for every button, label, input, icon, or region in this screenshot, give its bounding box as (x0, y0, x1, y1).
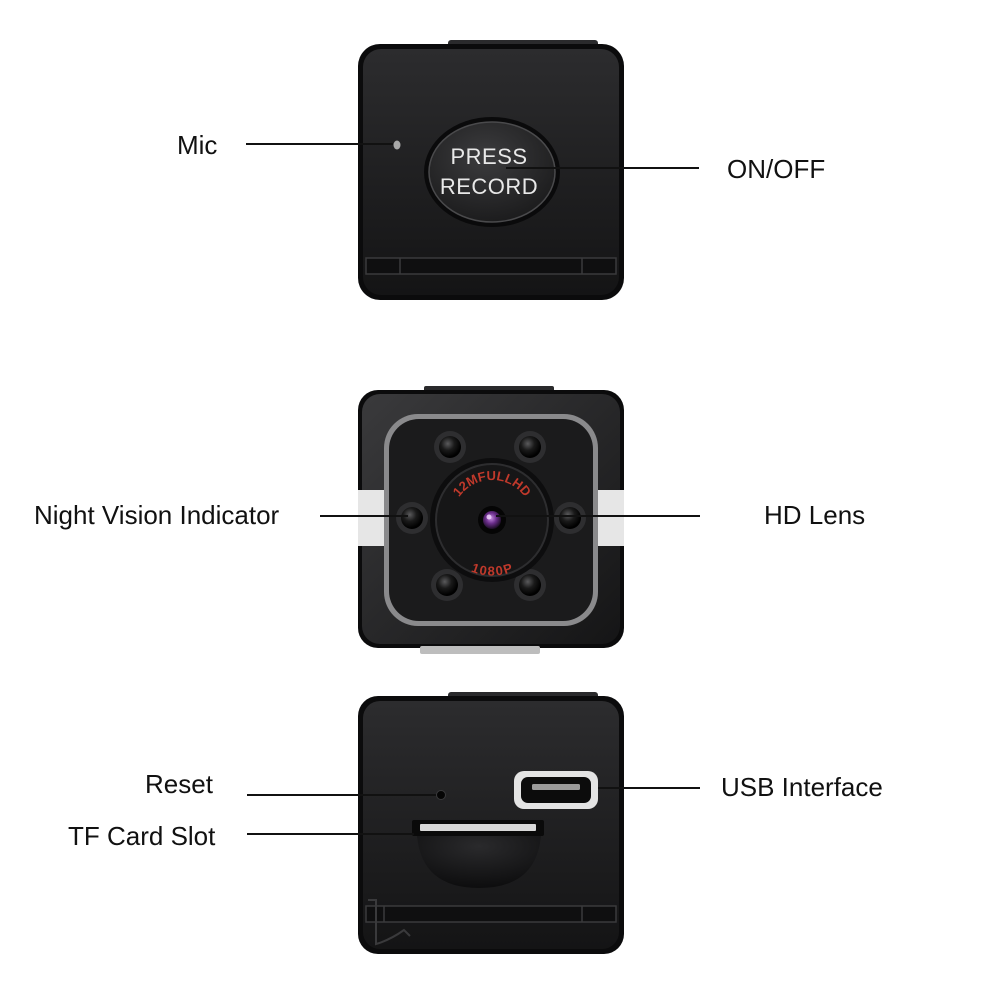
hd-lens: 12MFULLHD 1080P (430, 458, 554, 582)
svg-text:1080P: 1080P (470, 560, 515, 579)
callout-reset: Reset (145, 769, 436, 799)
ir-led-right (554, 502, 586, 534)
ir-led-top-right (514, 431, 546, 463)
callout-hd-lens: HD Lens (496, 500, 865, 530)
record-button[interactable]: PRESS RECORD (424, 117, 560, 227)
callout-mic: Mic (177, 130, 393, 160)
label-hd-lens: HD Lens (764, 500, 865, 530)
mic-hole (393, 140, 401, 150)
lens-ring-text-bottom: 1080P (470, 560, 515, 579)
reset-hole (436, 790, 446, 800)
callout-on-off: ON/OFF (506, 154, 825, 184)
silver-band-right (598, 490, 624, 546)
camera-top-view: PRESS RECORD (358, 40, 624, 300)
label-on-off: ON/OFF (727, 154, 825, 184)
camera-side-view (358, 692, 624, 954)
callout-usb: USB Interface (598, 772, 883, 802)
ir-led-bottom-right (514, 569, 546, 601)
record-button-line2: RECORD (440, 174, 538, 199)
callout-tf-card: TF Card Slot (68, 821, 414, 851)
camera-front-view: 12MFULLHD 1080P (358, 386, 624, 654)
callout-night-vision: Night Vision Indicator (34, 500, 408, 530)
ir-led-bottom-left (431, 569, 463, 601)
tf-card-slot (412, 820, 544, 888)
label-mic: Mic (177, 130, 217, 160)
ir-led-left (396, 502, 428, 534)
lens-core (483, 511, 501, 529)
record-button-line1: PRESS (450, 144, 527, 169)
label-usb-interface: USB Interface (721, 772, 883, 802)
silver-band-left (358, 490, 384, 546)
label-reset: Reset (145, 769, 214, 799)
ir-led-top-left (434, 431, 466, 463)
usb-port (514, 771, 598, 809)
label-tf-card-slot: TF Card Slot (68, 821, 216, 851)
label-night-vision-indicator: Night Vision Indicator (34, 500, 280, 530)
